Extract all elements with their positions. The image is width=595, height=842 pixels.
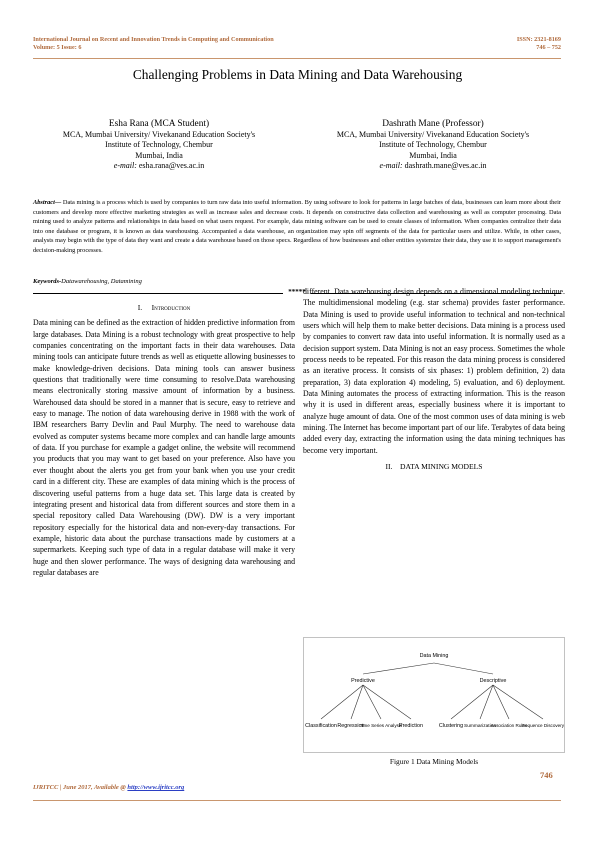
tree-leaf-summarization: Summarization [464, 723, 496, 729]
author-email-line: e-mail: esha.rana@ves.ac.in [24, 161, 294, 172]
section-heading-introduction: I. Introduction [33, 302, 295, 313]
divider-line-left [33, 293, 283, 294]
divider-line-right [311, 293, 561, 294]
column-right: different. Data warehousing design depen… [303, 286, 565, 477]
body-paragraph: Data mining can be defined as the extrac… [33, 318, 295, 577]
author-email-line: e-mail: dashrath.mane@ves.ac.in [298, 161, 568, 172]
section-divider: ***** [33, 288, 561, 297]
tree-root: Data Mining [420, 653, 449, 659]
journal-issn-block: ISSN: 2321-8169 746 – 752 [517, 36, 561, 52]
footer-link[interactable]: http://www.ijritcc.org [127, 784, 185, 791]
abstract-label: Abstract— [33, 199, 62, 206]
figure-caption: Figure 1 Data Mining Models [389, 757, 479, 766]
tree-leaf-sequence-discovery: Sequence Discovery [522, 723, 565, 728]
author-name: Esha Rana (MCA Student) [108, 119, 210, 129]
keywords: Keywords-Datawarehousing, Datamining [33, 278, 142, 285]
page-footer: IJRITCC | June 2017, Available @ http://… [33, 784, 184, 791]
tree-leaf-association-rules: Association Rules [491, 723, 528, 728]
section-number: II. [385, 462, 393, 472]
paper-title: Challenging Problems in Data Mining and … [132, 67, 463, 82]
abstract-text: Data mining is a process which is used b… [33, 199, 561, 254]
author-city: Mumbai, India [135, 150, 183, 160]
author-affiliation: MCA, Mumbai University/ Vivekanand Educa… [62, 129, 256, 139]
author-block-2: Dashrath Mane (Professor) MCA, Mumbai Un… [298, 119, 568, 172]
body-paragraph: different. Data warehousing design depen… [303, 287, 565, 455]
section-number: I. [137, 303, 143, 312]
column-left: I. Introduction Data mining can be defin… [33, 302, 295, 578]
divider-stars: ***** [288, 288, 306, 296]
tree-node-descriptive: Descriptive [480, 678, 507, 684]
author-block-1: Esha Rana (MCA Student) MCA, Mumbai Univ… [24, 119, 294, 172]
author-city: Mumbai, India [409, 150, 457, 160]
section-heading-models: II. DATA MINING MODELS [303, 461, 565, 472]
abstract: Abstract— Data mining is a process which… [33, 198, 561, 255]
journal-name: International Journal on Recent and Inno… [33, 36, 274, 43]
footer-rule [33, 800, 561, 801]
author-institute: Institute of Technology, Chembur [379, 140, 487, 150]
tree-leaf-clustering: Clustering [439, 723, 463, 729]
email-label: e-mail: [379, 161, 403, 171]
journal-pages: 746 – 752 [536, 44, 561, 51]
figure-frame [303, 637, 565, 753]
page-number: 746 [540, 770, 553, 780]
tree-leaf-time-series: Time Series Analysis [360, 723, 403, 728]
footer-text: IJRITCC | June 2017, Available @ [33, 784, 128, 791]
author-institute: Institute of Technology, Chembur [105, 140, 213, 150]
author-email[interactable]: esha.rana@ves.ac.in [138, 161, 205, 171]
keywords-text: Datawarehousing, Datamining [61, 278, 142, 285]
tree-connectors [320, 662, 544, 720]
journal-volume: Volume: 5 Issue: 6 [33, 44, 82, 51]
author-affiliation: MCA, Mumbai University/ Vivekanand Educa… [336, 129, 530, 139]
author-email[interactable]: dashrath.mane@ves.ac.in [404, 161, 487, 171]
section-title: DATA MINING MODELS [400, 462, 483, 472]
header-rule [33, 58, 561, 59]
author-name: Dashrath Mane (Professor) [382, 119, 484, 129]
tree-node-predictive: Predictive [351, 678, 375, 684]
tree-leaf-classification: Classification [305, 723, 337, 729]
keywords-label: Keywords- [33, 278, 62, 285]
section-title: Introduction [151, 303, 191, 312]
tree-leaf-prediction: Prediction [399, 723, 423, 729]
data-mining-models-diagram: Data Mining Predictive Descriptive Class… [303, 637, 565, 753]
email-label: e-mail: [113, 161, 137, 171]
journal-header: International Journal on Recent and Inno… [33, 36, 274, 52]
tree-leaf-regression: Regression [337, 723, 364, 729]
journal-issn: ISSN: 2321-8169 [516, 36, 561, 43]
